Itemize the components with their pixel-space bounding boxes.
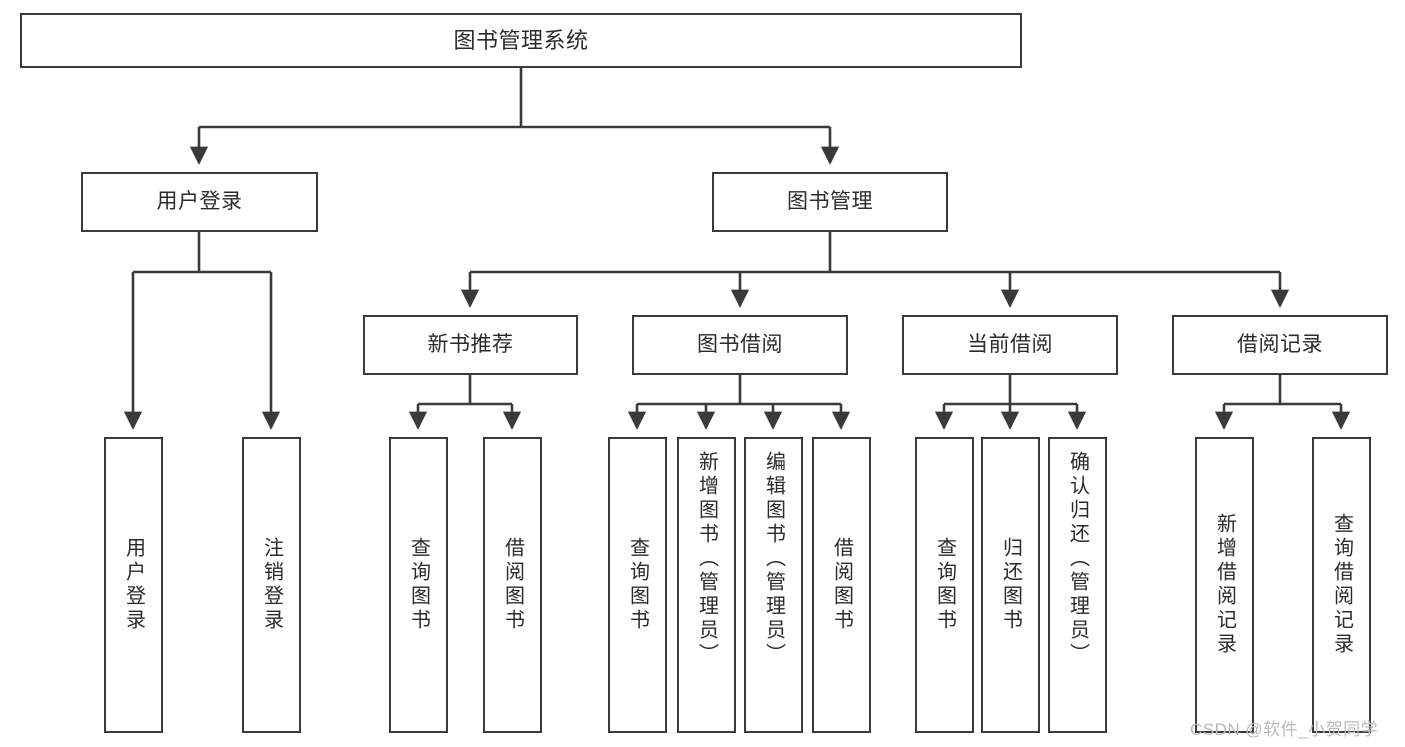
node-new-book-recommend[interactable]: 新书推荐 (363, 315, 578, 375)
node-leaf-user-login[interactable]: 用户登录 (104, 437, 163, 733)
node-leaf-query-book-3[interactable]: 查询图书 (915, 437, 974, 733)
node-book-manage[interactable]: 图书管理 (712, 172, 948, 232)
node-borrow-record[interactable]: 借阅记录 (1172, 315, 1388, 375)
node-leaf-add-book[interactable]: 新增图书（管理员） (677, 437, 736, 733)
node-leaf-confirm-return-label: 确认归还（管理员） (1066, 451, 1089, 667)
node-book-borrow-label: 图书借阅 (697, 333, 783, 357)
node-current-borrow[interactable]: 当前借阅 (902, 315, 1118, 375)
node-book-manage-label: 图书管理 (787, 190, 873, 214)
node-root[interactable]: 图书管理系统 (20, 13, 1022, 68)
node-user-login[interactable]: 用户登录 (81, 172, 318, 232)
node-leaf-query-book-2[interactable]: 查询图书 (608, 437, 667, 733)
node-leaf-user-logout-label: 注销登录 (260, 537, 283, 633)
node-leaf-user-logout[interactable]: 注销登录 (242, 437, 301, 733)
node-user-login-label: 用户登录 (156, 190, 243, 214)
node-leaf-query-book-1[interactable]: 查询图书 (389, 437, 448, 733)
node-leaf-add-record[interactable]: 新增借阅记录 (1195, 437, 1254, 733)
node-leaf-query-book-3-label: 查询图书 (933, 537, 956, 633)
node-leaf-query-book-2-label: 查询图书 (626, 537, 649, 633)
node-book-borrow[interactable]: 图书借阅 (632, 315, 848, 375)
node-leaf-edit-book[interactable]: 编辑图书（管理员） (744, 437, 803, 733)
node-new-book-recommend-label: 新书推荐 (427, 333, 514, 357)
node-leaf-query-book-1-label: 查询图书 (407, 537, 430, 633)
node-leaf-query-record-label: 查询借阅记录 (1330, 513, 1353, 657)
node-current-borrow-label: 当前借阅 (967, 333, 1053, 357)
node-leaf-return-book[interactable]: 归还图书 (981, 437, 1040, 733)
node-leaf-user-login-label: 用户登录 (122, 537, 145, 633)
node-leaf-borrow-book-2[interactable]: 借阅图书 (812, 437, 871, 733)
node-borrow-record-label: 借阅记录 (1237, 333, 1323, 357)
node-leaf-borrow-book-2-label: 借阅图书 (830, 537, 853, 633)
node-leaf-borrow-book-1[interactable]: 借阅图书 (483, 437, 542, 733)
node-root-label: 图书管理系统 (453, 27, 589, 53)
node-leaf-return-book-label: 归还图书 (999, 537, 1022, 633)
node-leaf-add-record-label: 新增借阅记录 (1213, 513, 1236, 657)
node-leaf-edit-book-label: 编辑图书（管理员） (762, 451, 785, 667)
node-leaf-confirm-return[interactable]: 确认归还（管理员） (1048, 437, 1107, 733)
node-leaf-query-record[interactable]: 查询借阅记录 (1312, 437, 1371, 733)
node-leaf-add-book-label: 新增图书（管理员） (695, 451, 718, 667)
csdn-watermark: CSDN @软件_小贺同学 (1190, 720, 1379, 739)
node-leaf-borrow-book-1-label: 借阅图书 (501, 537, 524, 633)
